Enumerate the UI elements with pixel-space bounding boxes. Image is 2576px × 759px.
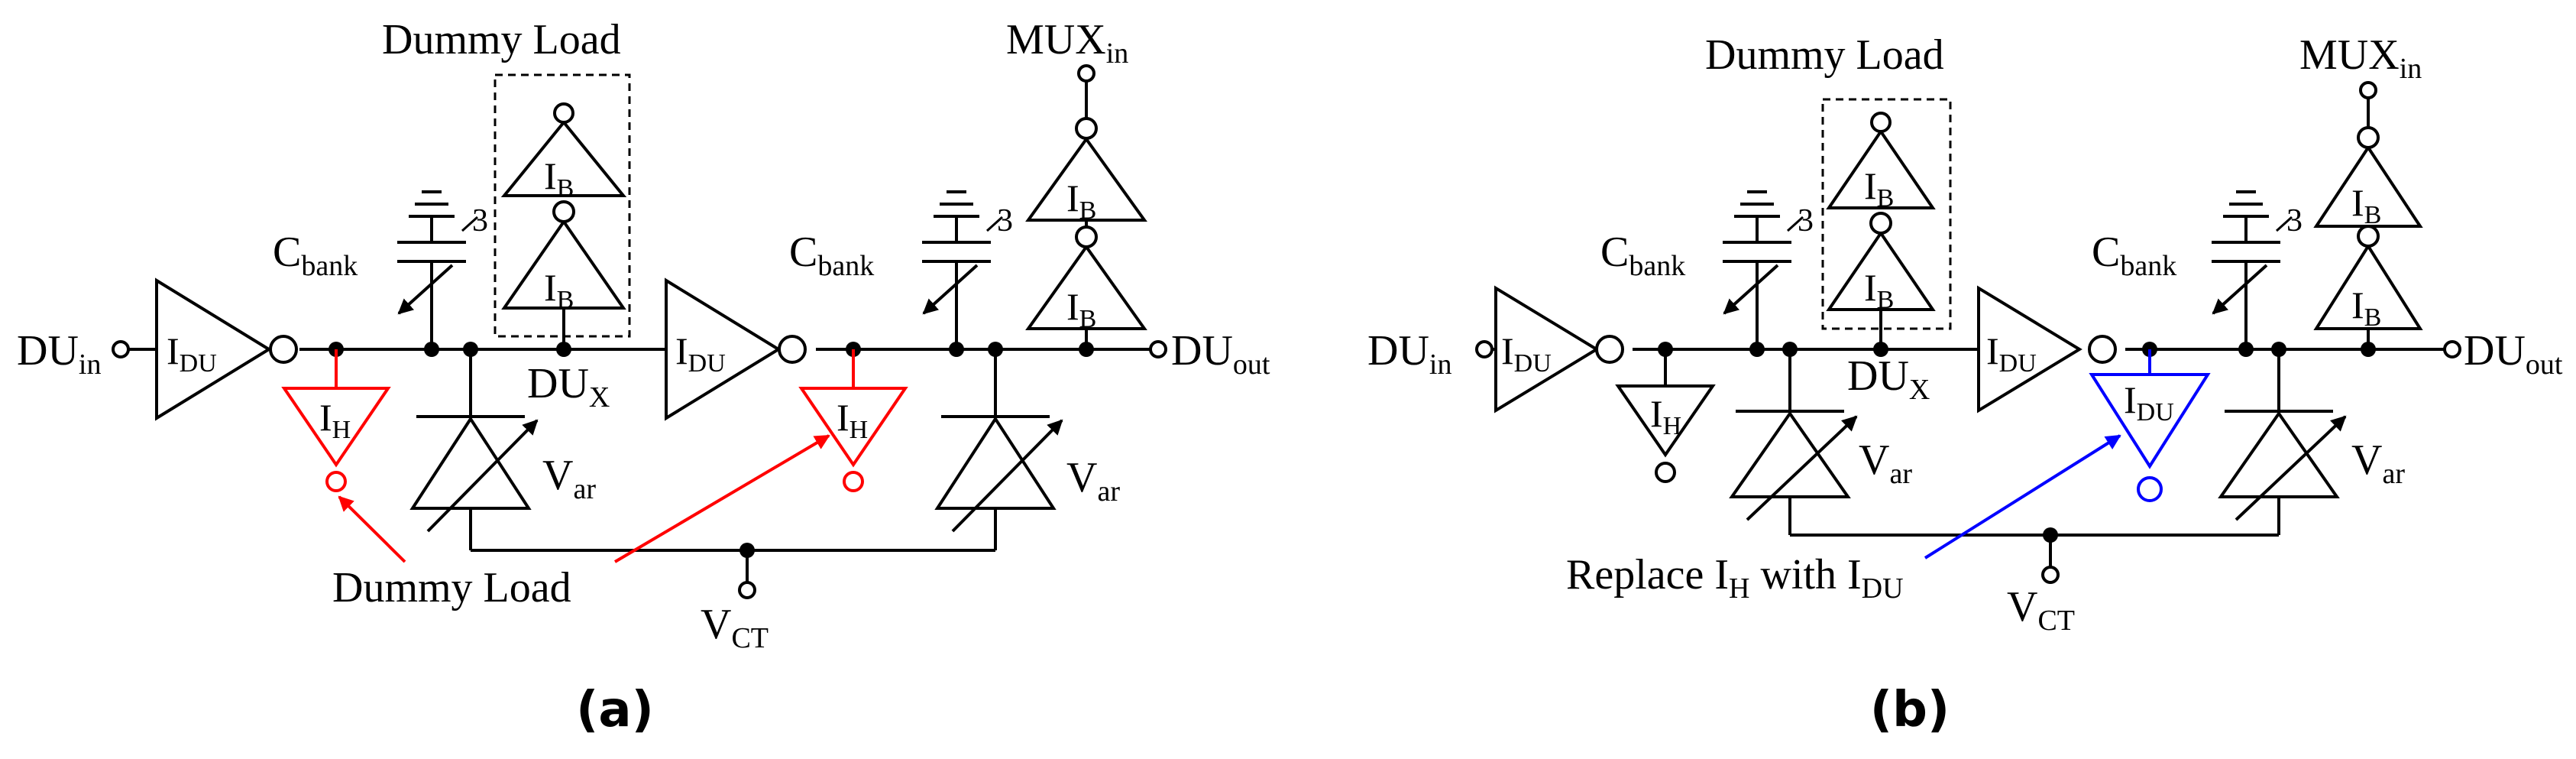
dummy-load-title: Dummy Load (382, 16, 621, 63)
dummy-load-annotation: Dummy Load (332, 564, 571, 611)
mux-in-terminal (1077, 64, 1095, 83)
cbank-label-2: Cbank (789, 229, 874, 282)
load-ih-label-b: IH (1650, 392, 1681, 440)
var-label-1: Var (542, 452, 596, 505)
dummy-load-box (494, 73, 631, 338)
load-idu-b (2089, 373, 2211, 469)
vct-terminal-b (2041, 566, 2060, 584)
var-label-2-b: Var (2351, 436, 2405, 490)
du-in-terminal (112, 340, 130, 358)
du-x-label-b: DUX (1847, 352, 1930, 406)
panel-a: Dummy Load MUXin DUin DUout DUX VCT Cban… (17, 16, 1270, 738)
bank-bits-2-b: 3 (2286, 203, 2303, 238)
mux-in-label: MUXin (1006, 16, 1128, 70)
mux-in-label-b: MUXin (2299, 31, 2422, 85)
gate-ib-4-label-b: IB (2351, 284, 2381, 332)
vct-terminal (738, 581, 756, 599)
du-out-terminal-b (2443, 340, 2461, 358)
vct-label-b: VCT (2007, 583, 2075, 637)
load-ih-1-label: IH (319, 396, 351, 444)
replace-annotation: Replace IH with IDU (1566, 551, 1904, 605)
load-ih-b (1615, 384, 1716, 458)
dummy-load-box-b (1821, 98, 1952, 330)
panel-b: Dummy Load MUXin DUin DUout DUX VCT Cban… (1367, 31, 2563, 738)
du-out-label: DUout (1171, 327, 1270, 381)
inverter-idu-2-b (1977, 285, 2082, 414)
bank-bits-1-b: 3 (1798, 203, 1814, 238)
inverter-idu-1-b (1494, 285, 1600, 414)
dummy-load-title-b: Dummy Load (1705, 31, 1944, 79)
gate-idu-1-label: IDU (167, 329, 217, 378)
gate-idu-1-label-b: IDU (1501, 329, 1552, 378)
vct-label: VCT (701, 601, 769, 654)
du-out-terminal (1149, 340, 1167, 358)
load-idu-label-b: IDU (2124, 378, 2174, 427)
dummy-load-ih-1 (281, 387, 391, 468)
gate-idu-2-label: IDU (675, 329, 726, 378)
bank-bits-2: 3 (997, 203, 1013, 238)
du-in-label: DUin (17, 327, 101, 381)
caption-b: (b) (1870, 682, 1950, 738)
cbank-label-1: Cbank (273, 229, 358, 282)
gate-ib-1-label-b: IB (1864, 164, 1894, 212)
cbank-label-2-b: Cbank (2092, 229, 2176, 282)
gate-ib-2-label-b: IB (1864, 266, 1894, 314)
var-label-1-b: Var (1859, 436, 1912, 490)
du-in-label-b: DUin (1367, 327, 1451, 381)
gate-ib-3-label-b: IB (2351, 181, 2381, 229)
load-ih-2-label: IH (837, 396, 868, 444)
gate-ib-4-label: IB (1066, 285, 1096, 333)
du-in-terminal-b (1475, 340, 1493, 358)
dummy-load-ih-2 (798, 387, 908, 468)
gate-ib-1-label: IB (544, 154, 574, 203)
var-label-2: Var (1066, 454, 1120, 508)
du-out-label-b: DUout (2464, 327, 2563, 381)
mux-in-terminal-b (2359, 81, 2377, 99)
gate-ib-2-label: IB (544, 266, 574, 314)
inverter-idu-2 (665, 277, 782, 421)
du-x-label: DUX (527, 360, 610, 414)
inverter-idu-1 (155, 277, 272, 421)
gate-ib-3-label: IB (1066, 177, 1096, 225)
cbank-label-1-b: Cbank (1600, 229, 1685, 282)
bank-bits-1: 3 (472, 203, 488, 238)
caption-a: (a) (576, 682, 654, 738)
gate-idu-2-label-b: IDU (1986, 329, 2037, 378)
